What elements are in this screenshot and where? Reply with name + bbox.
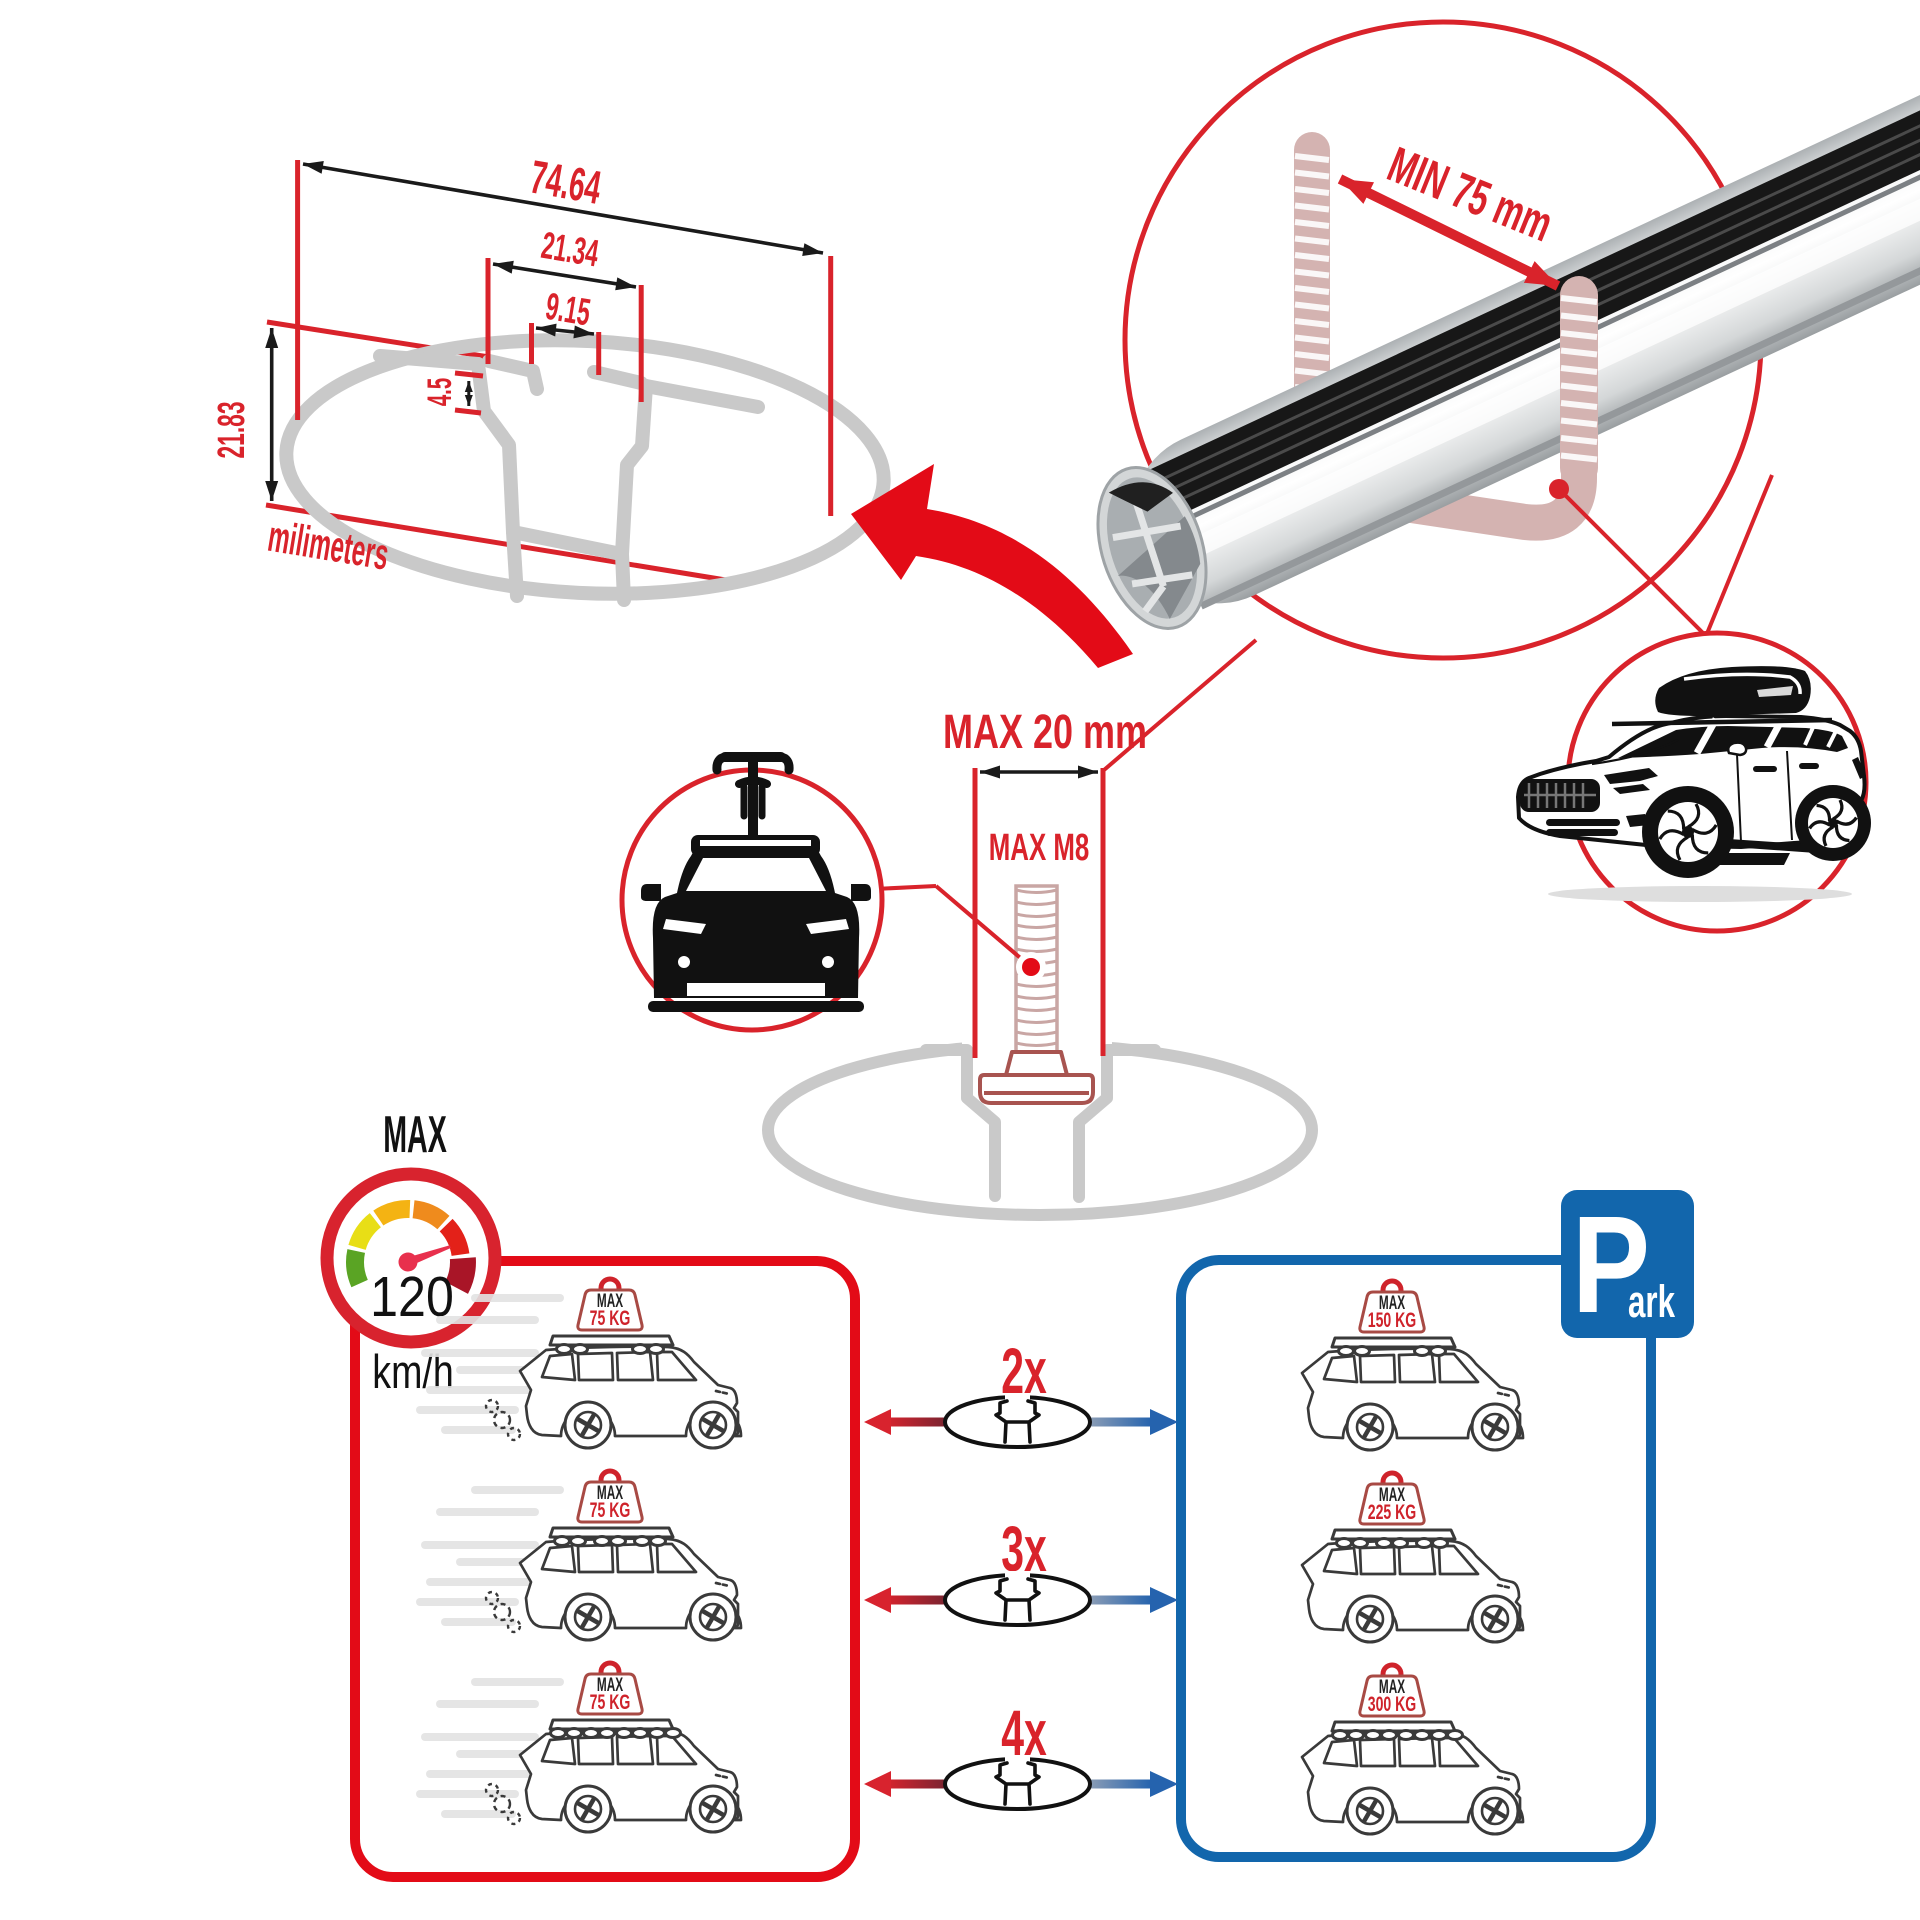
svg-text:MAX 20 mm: MAX 20 mm	[943, 705, 1147, 758]
svg-text:75 KG: 75 KG	[590, 1306, 631, 1329]
svg-text:9.15: 9.15	[543, 285, 594, 334]
svg-text:21.34: 21.34	[538, 224, 602, 275]
svg-text:MAX: MAX	[597, 1483, 624, 1503]
svg-text:74.64: 74.64	[526, 151, 605, 214]
svg-text:4.5: 4.5	[421, 378, 459, 406]
svg-text:MAX: MAX	[1379, 1677, 1406, 1697]
svg-text:MAX M8: MAX M8	[989, 826, 1089, 868]
svg-text:300 KG: 300 KG	[1368, 1692, 1416, 1715]
svg-text:MAX: MAX	[597, 1675, 624, 1695]
svg-text:150 KG: 150 KG	[1368, 1308, 1416, 1331]
svg-text:21.83: 21.83	[210, 401, 252, 458]
svg-text:75 KG: 75 KG	[590, 1498, 631, 1521]
svg-text:MAX: MAX	[597, 1291, 624, 1311]
svg-text:MAX: MAX	[1379, 1485, 1406, 1505]
svg-text:75 KG: 75 KG	[590, 1690, 631, 1713]
svg-text:ark: ark	[1628, 1276, 1676, 1327]
svg-text:MAX: MAX	[383, 1105, 447, 1163]
svg-text:P: P	[1572, 1188, 1650, 1342]
svg-text:225 KG: 225 KG	[1368, 1500, 1416, 1523]
svg-text:MAX: MAX	[1379, 1293, 1406, 1313]
